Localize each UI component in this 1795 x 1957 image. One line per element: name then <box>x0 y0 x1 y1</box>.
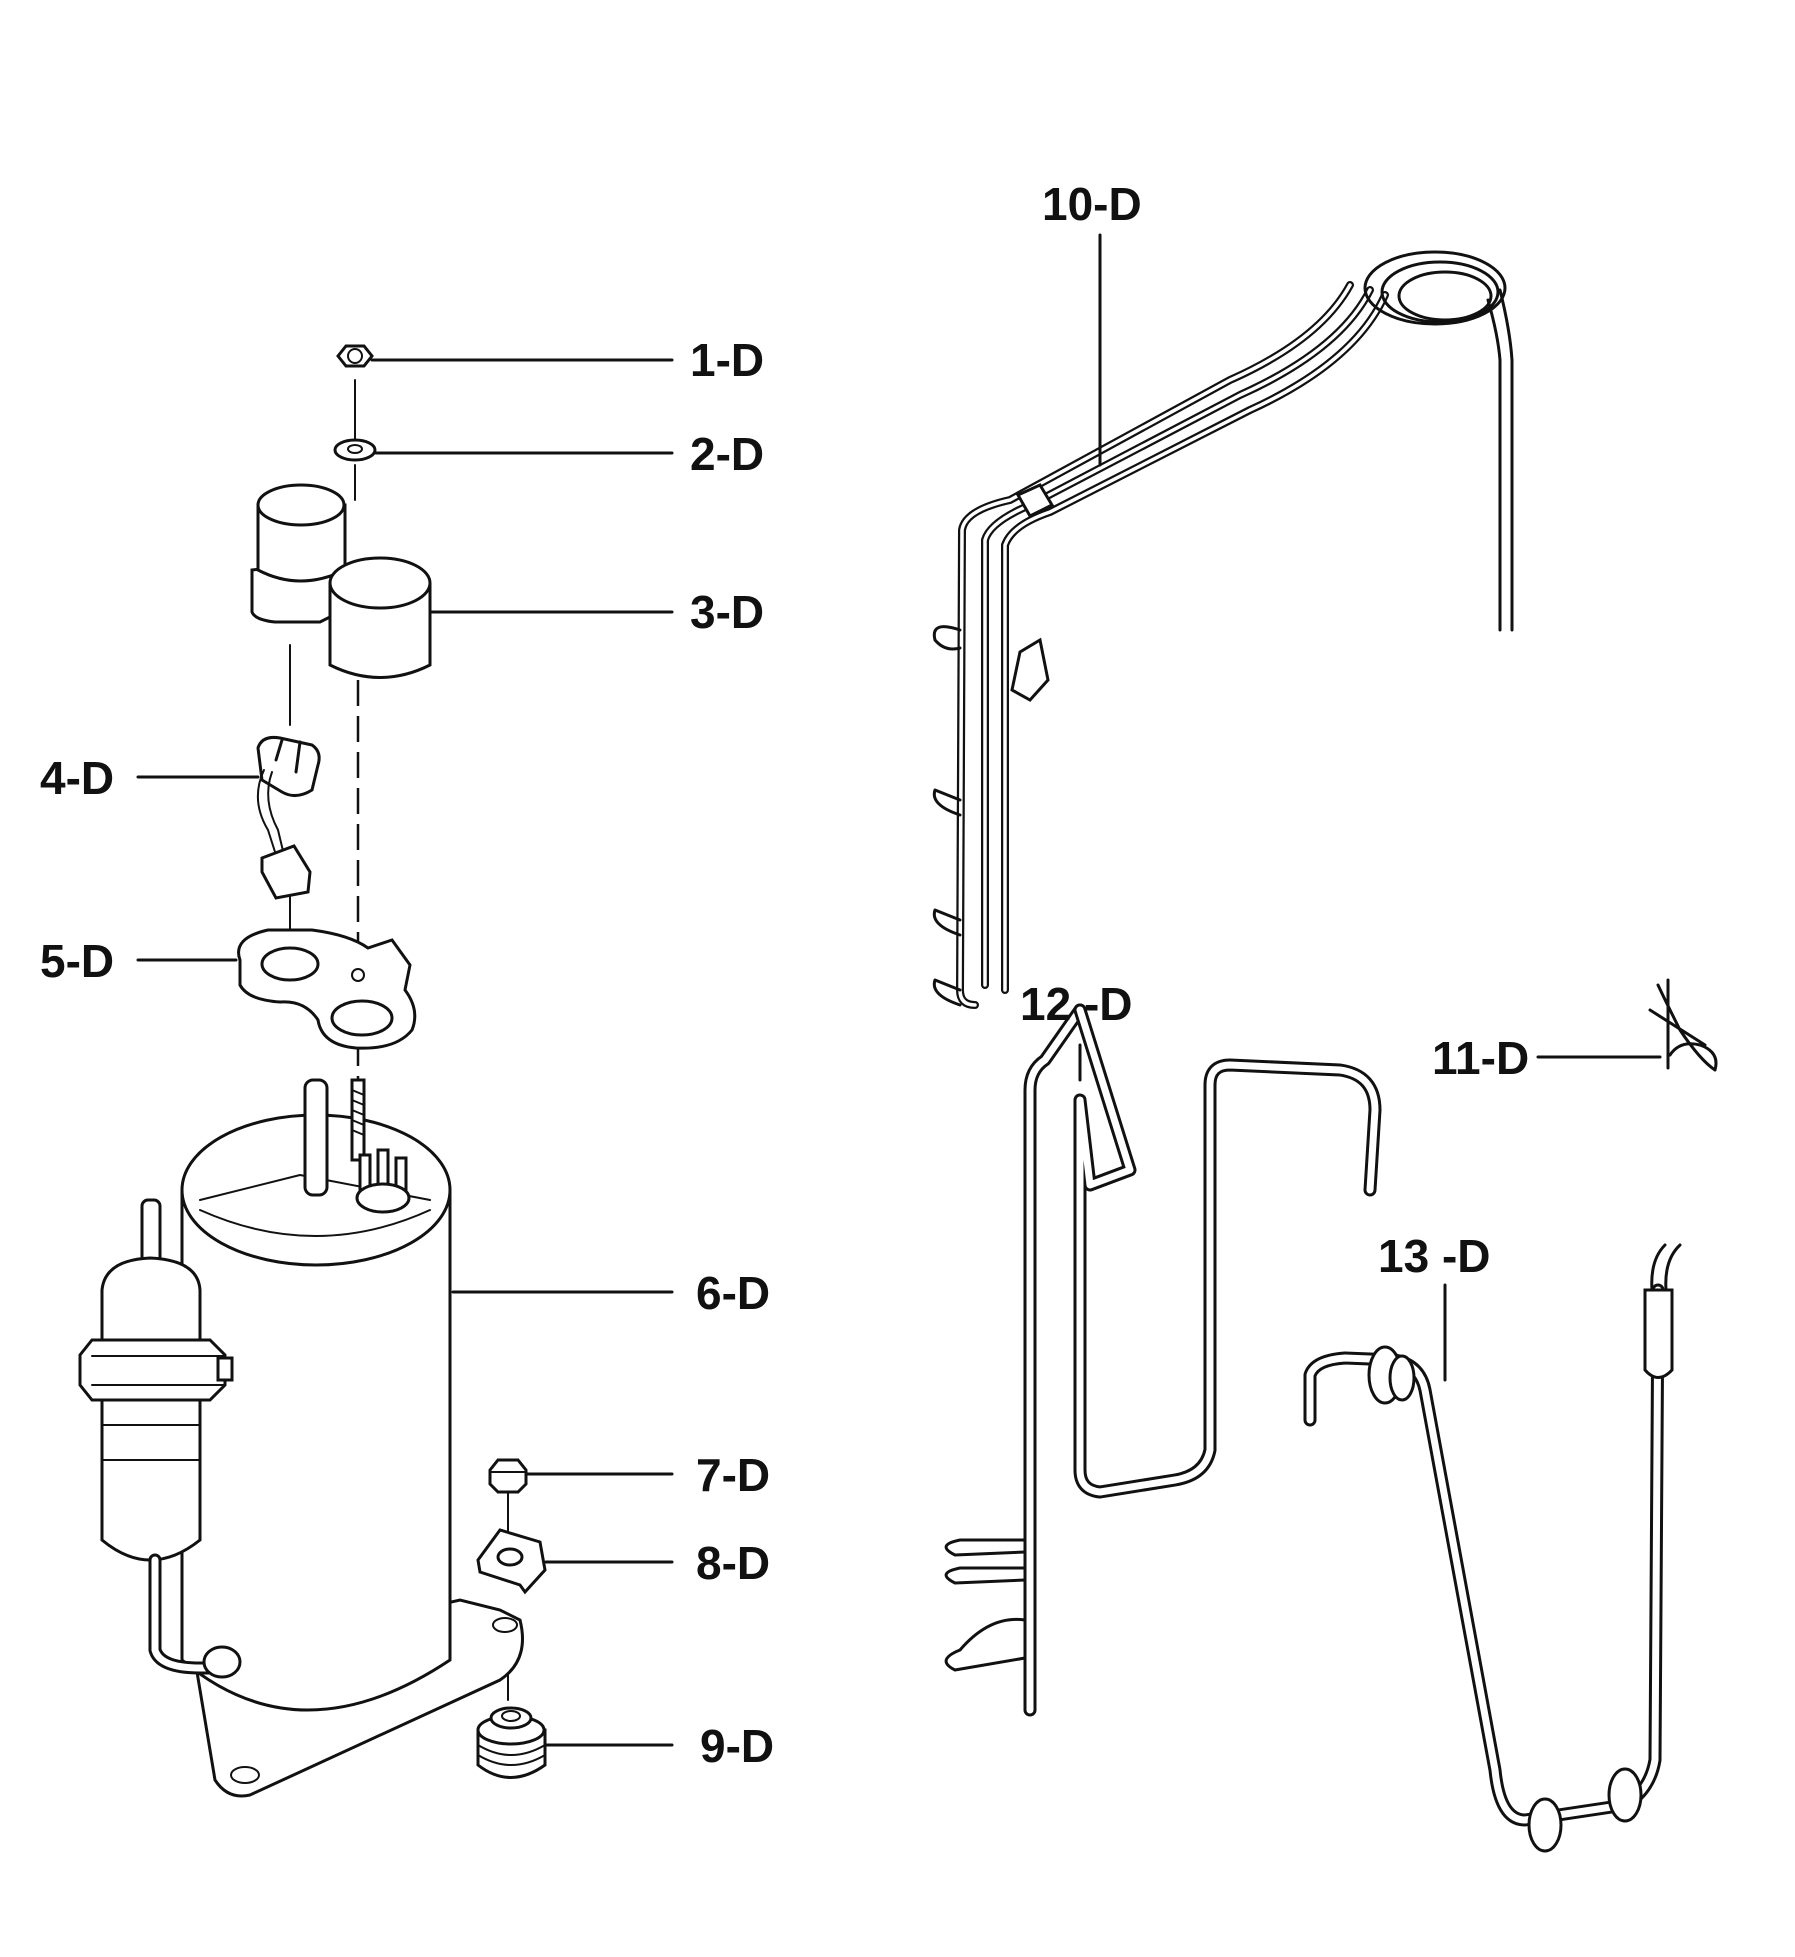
part-2-d-washer <box>333 438 674 462</box>
label-11-d: 11-D <box>1432 1032 1529 1084</box>
part-4-d-overload-clip <box>136 736 321 900</box>
label-8-d: 8-D <box>696 1537 770 1589</box>
part-8-d-bracket <box>476 1528 674 1595</box>
part-labels: 1-D 2-D 3-D 4-D 5-D 6-D 7-D 8-D 9-D 10-D… <box>40 178 1529 1772</box>
label-9-d: 9-D <box>700 1720 774 1772</box>
label-7-d: 7-D <box>696 1449 770 1501</box>
part-9-d-grommet <box>476 1706 674 1779</box>
part-10-d-capillary-assembly <box>932 233 1514 1009</box>
label-4-d: 4-D <box>40 752 114 804</box>
part-12-d-suction-tube <box>944 1003 1382 1717</box>
part-1-d-cap-nut <box>336 344 674 368</box>
label-1-d: 1-D <box>690 334 764 386</box>
part-3-d-terminal-cover <box>250 483 674 679</box>
part-11-d-tube-clip <box>1536 978 1718 1072</box>
label-5-d: 5-D <box>40 935 114 987</box>
label-3-d: 3-D <box>690 586 764 638</box>
part-5-d-gasket <box>136 928 417 1050</box>
part-6-d-compressor <box>78 1078 674 1798</box>
label-2-d: 2-D <box>690 428 764 480</box>
label-12-d: 12 -D <box>1020 978 1132 1030</box>
part-7-d-nut <box>488 1458 674 1494</box>
part-13-d-discharge-tube <box>1303 1243 1682 1853</box>
label-13-d: 13 -D <box>1378 1230 1490 1282</box>
label-6-d: 6-D <box>696 1267 770 1319</box>
label-10-d: 10-D <box>1042 178 1142 230</box>
